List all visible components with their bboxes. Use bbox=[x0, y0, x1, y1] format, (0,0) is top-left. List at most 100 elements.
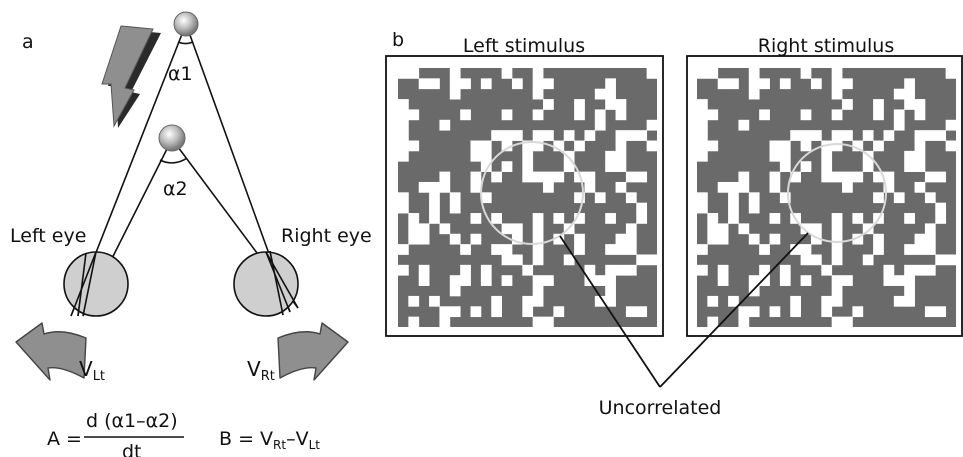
stimulus-dot bbox=[924, 223, 936, 235]
stimulus-dot bbox=[728, 213, 739, 224]
stimulus-dot bbox=[914, 264, 926, 276]
stimulus-dot bbox=[470, 150, 482, 162]
stimulus-dot bbox=[852, 306, 864, 318]
stimulus-dot bbox=[779, 140, 791, 152]
stimulus-dot bbox=[707, 140, 719, 152]
stimulus-dot bbox=[574, 140, 585, 152]
stimulus-dot bbox=[543, 316, 554, 327]
stimulus-dot bbox=[491, 171, 502, 183]
stimulus-dot bbox=[553, 213, 565, 224]
stimulus-dot bbox=[945, 68, 956, 79]
stimulus-dot bbox=[398, 202, 409, 214]
stimulus-dot bbox=[501, 68, 513, 79]
stimulus-dot bbox=[852, 140, 864, 152]
stimulus-dot bbox=[779, 78, 791, 90]
stimulus-dot bbox=[831, 171, 843, 183]
stimulus-dot bbox=[615, 161, 627, 172]
stimulus-dot bbox=[574, 109, 585, 121]
stimulus-dot bbox=[697, 68, 708, 79]
stimulus-dot bbox=[553, 233, 565, 245]
stimulus-dot bbox=[935, 213, 947, 224]
stimulus-dot bbox=[873, 171, 884, 183]
stimulus-dot bbox=[748, 202, 760, 214]
left-stimulus-title: Left stimulus bbox=[463, 35, 585, 57]
stimulus-dot bbox=[449, 78, 461, 90]
stimulus-dot bbox=[873, 140, 884, 152]
stimulus-dot bbox=[418, 181, 430, 193]
formula-a: A = d (α1–α2) dt bbox=[47, 410, 184, 457]
stimulus-dot bbox=[532, 254, 544, 266]
stimulus-dot bbox=[842, 275, 853, 286]
stimulus-dot bbox=[605, 264, 616, 276]
stimulus-dot bbox=[831, 233, 843, 245]
stimulus-dot bbox=[893, 88, 905, 100]
stimulus-dot bbox=[625, 130, 637, 141]
panel-b-label: b bbox=[392, 29, 404, 51]
stimulus-dot bbox=[862, 254, 874, 266]
stimulus-dot bbox=[480, 78, 492, 90]
stimulus-dot bbox=[821, 150, 833, 162]
stimulus-dot bbox=[821, 295, 833, 307]
stimulus-dot bbox=[398, 109, 409, 121]
stimulus-dot bbox=[697, 192, 708, 204]
stimulus-dot bbox=[697, 202, 708, 214]
stimulus-dot bbox=[543, 78, 554, 90]
stimulus-dot bbox=[408, 213, 420, 224]
stimulus-dot bbox=[511, 78, 523, 90]
stimulus-dot bbox=[398, 264, 409, 276]
panel-a: a α1 α2 bbox=[10, 11, 372, 457]
stimulus-dot bbox=[408, 316, 420, 327]
stimulus-dot bbox=[625, 264, 637, 276]
stimulus-dot bbox=[615, 109, 627, 121]
stimulus-dot bbox=[646, 119, 657, 131]
stimulus-dot bbox=[594, 192, 606, 204]
stimulus-dot bbox=[584, 181, 596, 193]
stimulus-dot bbox=[429, 78, 440, 90]
stimulus-dot bbox=[831, 109, 843, 121]
near-target-ball bbox=[158, 124, 186, 152]
stimulus-dot bbox=[904, 275, 915, 286]
alpha2-label: α2 bbox=[163, 178, 188, 200]
stimulus-dot bbox=[697, 264, 708, 276]
stimulus-dot bbox=[831, 254, 843, 266]
stimulus-dot bbox=[532, 295, 544, 307]
stimulus-dot bbox=[511, 254, 523, 266]
right-uncorrelated-region bbox=[787, 143, 887, 243]
stimulus-dot bbox=[429, 202, 440, 214]
right-rotation-arrow-icon bbox=[277, 322, 349, 381]
stimulus-dot bbox=[636, 306, 648, 318]
stimulus-dot bbox=[439, 306, 451, 318]
stimulus-dot bbox=[543, 181, 554, 193]
panel-a-label: a bbox=[22, 31, 34, 53]
stimulus-dot bbox=[790, 295, 801, 307]
stimulus-dot bbox=[748, 88, 760, 100]
stimulus-dot bbox=[790, 171, 801, 183]
stimulus-dot bbox=[615, 233, 627, 245]
stimulus-dot bbox=[790, 130, 801, 141]
stimulus-dot bbox=[924, 130, 936, 141]
stimulus-dot bbox=[470, 233, 482, 245]
stimulus-dot bbox=[769, 171, 781, 183]
stimulus-dot bbox=[532, 140, 544, 152]
stimulus-dot bbox=[831, 88, 843, 100]
stimulus-dot bbox=[707, 68, 719, 79]
right-random-dot-pattern bbox=[697, 68, 956, 327]
stimulus-dot bbox=[574, 244, 585, 255]
stimulus-dot bbox=[501, 244, 513, 255]
stimulus-dot bbox=[532, 109, 544, 121]
stimulus-dot bbox=[821, 306, 833, 318]
stimulus-dot bbox=[543, 275, 554, 286]
stimulus-dot bbox=[862, 223, 874, 235]
stimulus-dot bbox=[904, 99, 915, 110]
stimulus-dot bbox=[800, 68, 812, 79]
stimulus-dot bbox=[398, 140, 409, 152]
stimulus-dot bbox=[904, 78, 915, 90]
stimulus-dot bbox=[491, 244, 502, 255]
stimulus-dot bbox=[615, 140, 627, 152]
alpha2-angle-arc bbox=[159, 157, 188, 164]
stimulus-dot bbox=[636, 202, 648, 214]
stimulus-dot bbox=[924, 264, 936, 276]
stimulus-dot bbox=[738, 306, 750, 318]
stimulus-dot bbox=[470, 306, 482, 318]
stimulus-dot bbox=[605, 213, 616, 224]
